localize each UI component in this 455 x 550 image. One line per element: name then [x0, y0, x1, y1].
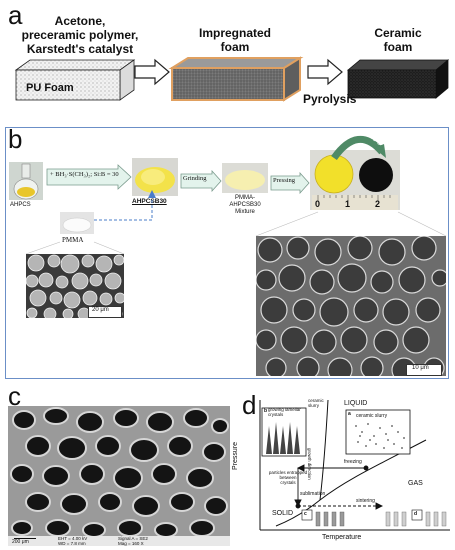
liquid-label: LIQUID — [344, 400, 368, 407]
pu-foam-label: PU Foam — [26, 82, 74, 94]
pmma-sphere-pattern — [26, 254, 124, 318]
box-d-letter: d — [414, 511, 418, 517]
sem-freeze-cast-foam: 200 μm EHT = 4.00 kV WD = 7.8 mm Signal … — [8, 406, 230, 546]
panel-a-inputs-label: Acetone, preceramic polymer, Karstedt's … — [21, 14, 139, 56]
ahpcs-flask-photo — [9, 162, 43, 200]
sem-c-info-bar — [8, 536, 230, 546]
sem-small-scale-label: 20 μm — [92, 307, 109, 313]
pmma-photo — [60, 212, 94, 234]
arrow-a1 — [134, 58, 170, 86]
sublimation-label: sublimation — [300, 491, 326, 497]
ruler-tick-1: 1 — [345, 199, 351, 209]
pyrolysis-arc-arrow — [331, 135, 386, 161]
grinding-label: Grinding — [183, 175, 207, 182]
phase-axes — [259, 400, 450, 531]
panel-d-letter: d — [242, 390, 257, 420]
porous-pattern — [256, 236, 446, 376]
vapour-curve — [275, 439, 427, 527]
panel-b-letter: b — [8, 124, 23, 154]
sintered-columns — [385, 511, 447, 527]
solid-label: SOLID — [272, 510, 294, 517]
box-c-letter: c — [304, 511, 307, 517]
ahpcsb30-label: AHPCSB30 — [132, 198, 167, 205]
box-d — [411, 509, 423, 521]
temperature-label: Temperature — [322, 534, 362, 541]
pu-foam-block — [14, 59, 136, 101]
ceramic-slurry-box-label: ceramic slurry — [356, 413, 388, 419]
pmma-dashed-arrow — [94, 190, 156, 221]
entrapped-label: particles entrapped between crystals — [268, 470, 308, 485]
gas-label: GAS — [408, 480, 423, 487]
pressing-arrow — [270, 172, 310, 194]
pellets-photo — [310, 150, 400, 210]
ruler-tick-2: 2 — [375, 199, 381, 209]
lamellar-label: growing lamellar crystals — [268, 407, 301, 417]
sem-c-scalebar-line — [14, 538, 36, 539]
sem-porous-ceramic: 10 μm — [256, 236, 446, 376]
slurry-dots — [355, 423, 405, 449]
sem-large-scale-label: 10 μm — [412, 365, 429, 371]
ahpcs-label: AHPCS — [10, 202, 31, 208]
freezing-label: freezing — [344, 459, 362, 465]
mixture-photo — [222, 163, 268, 193]
phase-diagram — [259, 399, 450, 531]
arrow-a2 — [307, 58, 343, 86]
process-path — [294, 464, 384, 510]
box-b-letter: b — [264, 408, 268, 414]
sem-pmma-spheres: 20 μm — [26, 254, 124, 318]
pyrolysis-a-label: Pyrolysis — [303, 92, 357, 106]
ruler-tick-0: 0 — [315, 199, 321, 209]
sem-large-scalebar — [406, 364, 442, 376]
ceramic-slurry-top-label: ceramic slurry — [308, 398, 324, 408]
freeze-dried-columns — [315, 511, 345, 527]
sintering-label: sintering — [356, 498, 375, 504]
pressure-label: Pressure — [232, 441, 239, 470]
box-c — [301, 509, 313, 521]
sem-c-scale-label: 200 μm — [12, 539, 29, 545]
solid-liquid-line — [319, 399, 329, 501]
lamellar-crystals — [266, 422, 300, 454]
ahpcsb30-powder-photo — [132, 158, 178, 196]
grinding-arrow — [180, 170, 222, 192]
box-a — [345, 409, 411, 455]
impregnated-foam-block — [168, 56, 304, 102]
impregnated-label: Impregnated foam — [198, 26, 271, 54]
ceramic-foam-label: Ceramic foam — [374, 26, 422, 54]
reagent-label: + BH₃·S(CH₃)₂; Si:B = 30 — [50, 171, 119, 178]
box-a-letter: a — [348, 411, 351, 417]
sem-c-info-right: Signal A = SE2 Mag = 160 X — [118, 536, 148, 546]
pressing-label: Pressing — [273, 177, 296, 184]
ceramic-foam-block — [346, 59, 450, 99]
pmma-label: PMMA — [62, 236, 84, 244]
panel-c-letter: c — [8, 381, 21, 411]
mixture-label: PMMA-AHPCSB30 Mixture — [229, 195, 261, 215]
sem-c-info-left: EHT = 4.00 kV WD = 7.8 mm — [58, 536, 88, 546]
sem-small-scalebar — [88, 306, 122, 318]
reagent-arrow — [46, 164, 132, 190]
panel-b-frame — [5, 127, 449, 379]
freeze-cast-pattern — [8, 406, 230, 536]
panel-a-letter: a — [8, 0, 23, 30]
